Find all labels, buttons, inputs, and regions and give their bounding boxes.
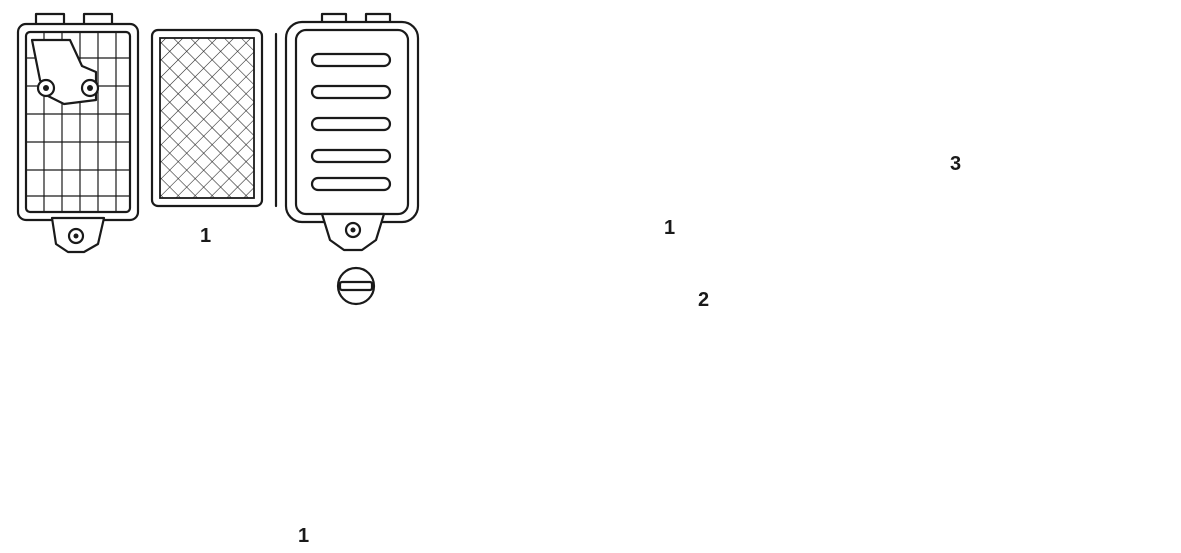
callout-label-bottom-filter: 1 [298, 525, 310, 547]
wing-nut [336, 266, 376, 306]
top-filter-cover [284, 12, 420, 252]
callout-label-pleated-element: 1 [664, 217, 676, 239]
callout-label-top-filter: 1 [200, 225, 212, 247]
top-filter-base [16, 12, 140, 254]
callout-label-foam-element: 3 [950, 153, 962, 175]
callout-label-foam-precleaner: 2 [698, 289, 710, 311]
top-mesh-filter [150, 28, 264, 208]
